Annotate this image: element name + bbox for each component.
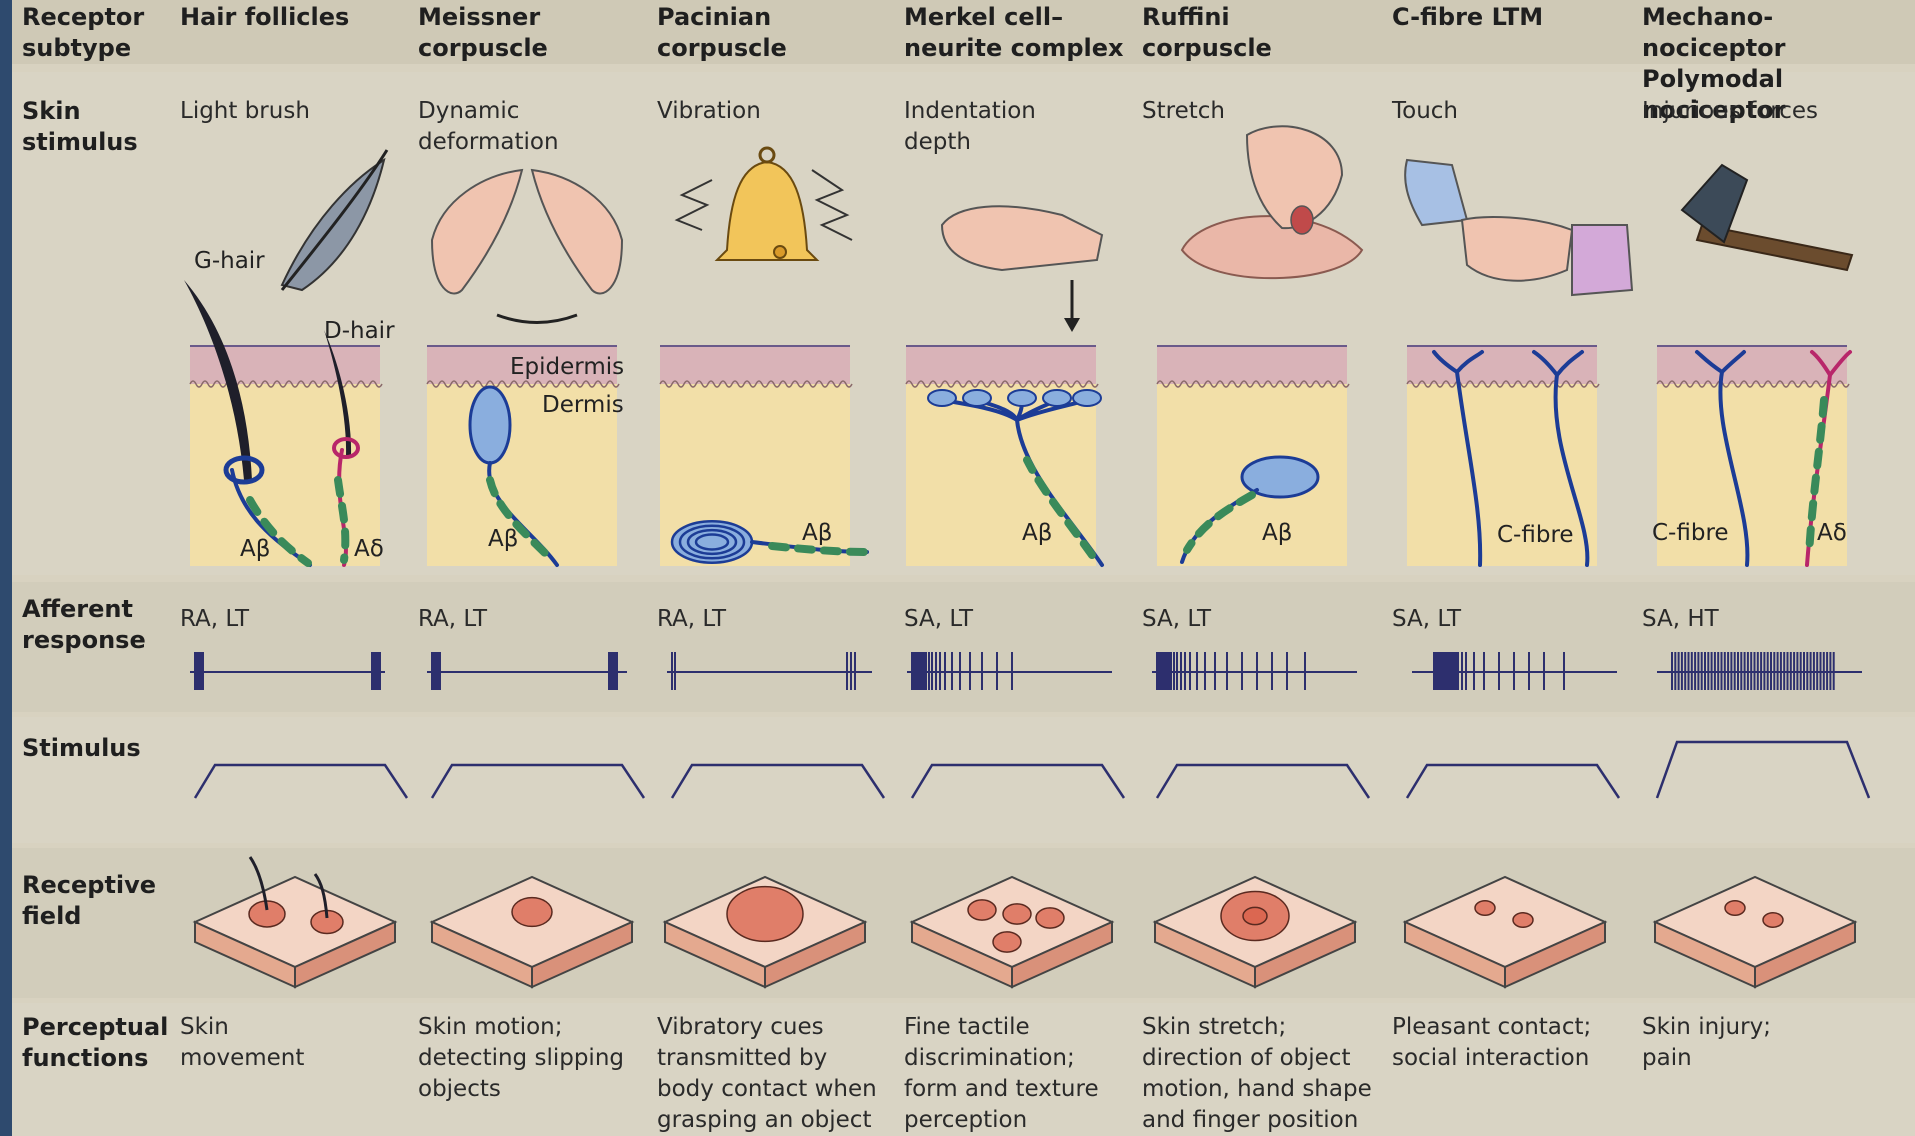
motion-arrow-icon bbox=[497, 315, 577, 323]
label-c-fibre-ltm: C-fibre bbox=[1497, 522, 1574, 548]
pacinian-corpuscle bbox=[672, 521, 752, 562]
stimulus-trace-nociceptor bbox=[1657, 742, 1869, 798]
label-ab-ruffini: Aβ bbox=[1262, 520, 1292, 546]
label-ab-merkel: Aβ bbox=[1022, 520, 1052, 546]
label-ab-pacinian: Aβ bbox=[802, 520, 832, 546]
afferent-trace-nociceptor bbox=[1657, 652, 1862, 690]
merkel-cell-1 bbox=[928, 390, 956, 406]
label-c-fibre-noci: C-fibre bbox=[1652, 520, 1729, 546]
afferent-trace-meissner bbox=[427, 652, 627, 690]
stimulus-trace-ruffini bbox=[1157, 765, 1369, 798]
label-ab-meissner: Aβ bbox=[488, 526, 518, 552]
receptive-field-ruffini bbox=[1155, 877, 1355, 987]
handshake-illustration bbox=[1405, 160, 1632, 295]
stimulus-trace-pacinian bbox=[672, 765, 884, 798]
label-g-hair: G-hair bbox=[194, 248, 265, 274]
skin-section-merkel bbox=[906, 346, 1098, 566]
pressing-hand-illustration bbox=[942, 206, 1102, 270]
label-ad-noci: Aδ bbox=[1817, 520, 1847, 546]
merkel-cell-5 bbox=[1073, 390, 1101, 406]
afferent-trace-merkel bbox=[907, 652, 1112, 690]
afferent-trace-ruffini bbox=[1152, 652, 1357, 690]
bell-icon bbox=[717, 148, 817, 260]
receptive-field-pacinian bbox=[665, 877, 865, 987]
receptive-field-nociceptor bbox=[1655, 877, 1855, 987]
hands-illustration bbox=[432, 170, 622, 293]
skin-section-ruffini bbox=[1157, 346, 1349, 566]
label-ad-hair: Aδ bbox=[354, 536, 384, 562]
down-arrowhead-icon bbox=[1064, 318, 1080, 332]
label-d-hair: D-hair bbox=[324, 318, 395, 344]
receptive-field-meissner bbox=[432, 877, 632, 987]
skin-pinch-illustration bbox=[1182, 126, 1362, 278]
vibration-lines-left bbox=[677, 180, 712, 230]
label-epidermis: Epidermis bbox=[510, 354, 624, 380]
merkel-cell-3 bbox=[1008, 390, 1036, 406]
label-ab-hair: Aβ bbox=[240, 536, 270, 562]
feather-illustration bbox=[282, 150, 387, 290]
hammer-icon bbox=[1682, 165, 1852, 270]
receptive-field-merkel bbox=[912, 877, 1112, 987]
afferent-trace-hair-follicles bbox=[190, 652, 385, 690]
stimulus-trace-merkel bbox=[912, 765, 1124, 798]
receptor-figure: Receptor subtype Skin stimulus Afferent … bbox=[12, 0, 1915, 1136]
meissner-corpuscle bbox=[470, 387, 510, 463]
vibration-lines-right bbox=[812, 170, 852, 240]
receptive-field-c-fibre-ltm bbox=[1405, 877, 1605, 987]
label-dermis: Dermis bbox=[542, 392, 624, 418]
afferent-trace-c-fibre-ltm bbox=[1412, 652, 1617, 690]
afferent-trace-pacinian bbox=[667, 652, 872, 690]
merkel-cell-4 bbox=[1043, 390, 1071, 406]
merkel-cell-2 bbox=[963, 390, 991, 406]
stimulus-trace-c-fibre-ltm bbox=[1407, 765, 1619, 798]
stimulus-trace-hair-follicles bbox=[195, 765, 407, 798]
receptive-field-hair-follicles bbox=[195, 857, 395, 987]
stimulus-trace-meissner bbox=[432, 765, 644, 798]
